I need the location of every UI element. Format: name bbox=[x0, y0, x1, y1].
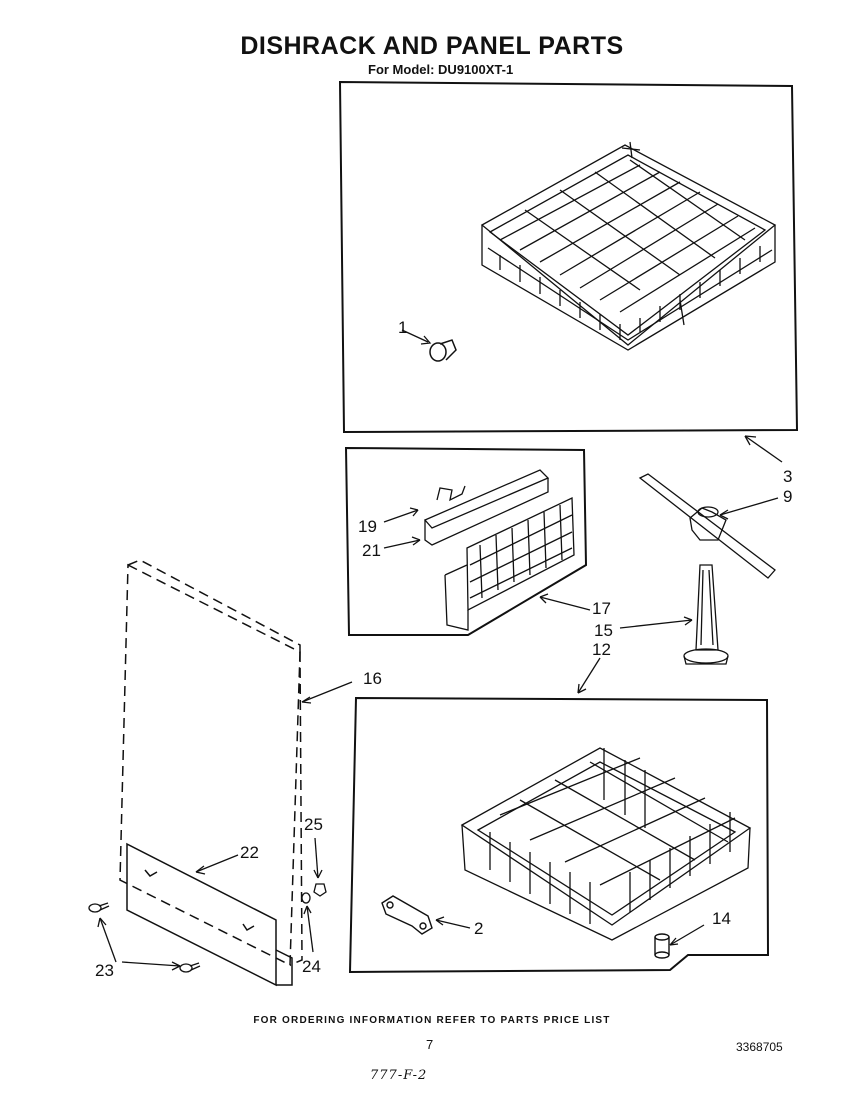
spray-arm bbox=[638, 473, 776, 579]
page-title: DISHRACK AND PANEL PARTS bbox=[240, 32, 624, 60]
page-number: 7 bbox=[426, 1037, 434, 1052]
part-2-clip bbox=[381, 895, 433, 935]
part-1-knob bbox=[429, 339, 457, 362]
callout-25: 25 bbox=[304, 815, 323, 834]
upper-rack-group-box bbox=[338, 80, 799, 434]
callout-21: 21 bbox=[362, 541, 381, 560]
callout-1: 1 bbox=[398, 318, 407, 337]
callout-17: 17 bbox=[592, 599, 611, 618]
callout-16: 16 bbox=[363, 669, 382, 688]
leader-lines bbox=[97, 435, 783, 971]
callout-24: 24 bbox=[302, 957, 321, 976]
callout-14: 14 bbox=[712, 909, 731, 928]
door-panel-outline bbox=[119, 559, 303, 967]
callout-23: 23 bbox=[95, 961, 114, 980]
spray-tower bbox=[683, 564, 729, 665]
lower-dishrack bbox=[460, 747, 752, 941]
silverware-basket-group-box bbox=[344, 446, 588, 636]
lower-rack-group-box bbox=[348, 696, 770, 974]
screws bbox=[88, 902, 201, 973]
part-14-roller bbox=[654, 933, 670, 959]
callout-2: 2 bbox=[474, 919, 483, 938]
callout-22: 22 bbox=[240, 843, 259, 862]
upper-dishrack bbox=[480, 141, 777, 351]
callout-9: 9 bbox=[783, 487, 792, 506]
nut-and-washer bbox=[301, 883, 327, 904]
model-subtitle: For Model: DU9100XT-1 bbox=[368, 62, 514, 77]
callout-19: 19 bbox=[358, 517, 377, 536]
handwritten-note: 777-F-2 bbox=[370, 1068, 428, 1083]
silverware-basket bbox=[423, 469, 575, 631]
document-number: 3368705 bbox=[736, 1040, 783, 1054]
ordering-note: FOR ORDERING INFORMATION REFER TO PARTS … bbox=[253, 1015, 611, 1026]
callout-15: 15 bbox=[594, 621, 613, 640]
trim-panel bbox=[126, 842, 293, 987]
callout-3: 3 bbox=[783, 467, 792, 486]
callout-12: 12 bbox=[592, 640, 611, 659]
